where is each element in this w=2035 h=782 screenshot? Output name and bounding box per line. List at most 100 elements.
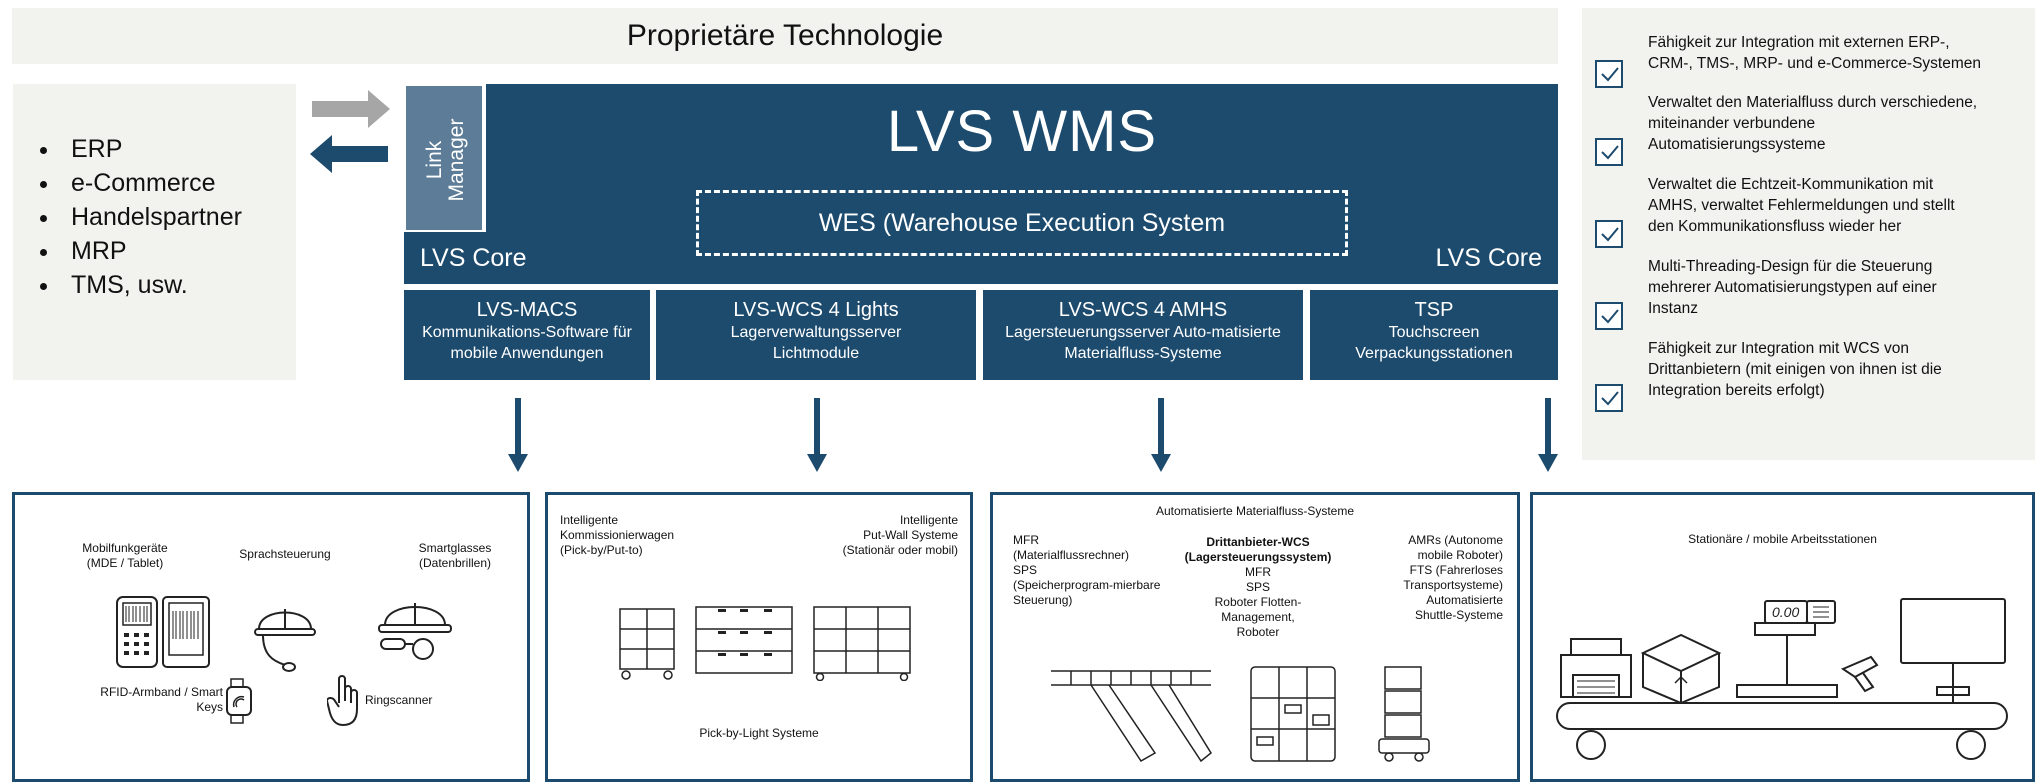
feature-text: Verwaltet den Materialfluss durch versch…: [1648, 92, 2028, 155]
core-label-left: LVS Core: [420, 244, 527, 272]
label-line: (Lagersteuerungssystem): [1184, 550, 1332, 564]
packing-station-icon: 0.00: [1556, 598, 2008, 760]
label-line: MFR: [1013, 533, 1039, 547]
exchange-arrows-icon: [310, 90, 390, 173]
pick-to-light-racks-icon: [619, 606, 911, 681]
module-wcs-lights: LVS-WCS 4 Lights Lagerverwaltungsserver …: [656, 290, 976, 380]
module-title: TSP: [1414, 299, 1454, 321]
label-line: Automatisierte: [1426, 593, 1503, 607]
ringscanner-label: Ringscanner: [365, 693, 433, 707]
module-subtitle: Lichtmodule: [772, 345, 860, 362]
label-line: Transportsysteme): [1403, 578, 1503, 592]
module-subtitle: Lagersteuerungsserver Auto-matisierte: [1005, 324, 1281, 341]
label-line: Mobilfunkgeräte: [82, 541, 168, 555]
feature-line: Automatisierungssysteme: [1648, 136, 1826, 153]
pick-by-light-panel: Intelligente Kommissionierwagen (Pick-by…: [545, 492, 973, 782]
lvs-core-bar: LVS Core LVS Core: [404, 232, 1558, 284]
label-line: (Stationär oder mobil): [842, 543, 958, 557]
outgoing-arrow: [310, 135, 388, 173]
integration-list-panel: ERP e-Commerce Handelspartner MRP TMS, u…: [13, 84, 296, 380]
module-wcs-amhs: LVS-WCS 4 AMHS Lagersteuerungsserver Aut…: [983, 290, 1303, 380]
list-item: Handelspartner: [61, 200, 296, 234]
label-line: MFR: [1245, 565, 1271, 579]
label-line: Intelligente: [560, 513, 619, 527]
label-line: (Speicherprogram-mierbare: [1013, 578, 1161, 592]
smartwatch-icon: [226, 678, 252, 724]
down-arrow-icon: [1151, 398, 1171, 472]
list-item: TMS, usw.: [61, 268, 296, 302]
wes-box: WES (Warehouse Execution System: [696, 190, 1348, 256]
module-title: LVS-MACS: [476, 299, 578, 321]
core-label-right: LVS Core: [1435, 244, 1542, 272]
label-line: Intelligente: [899, 513, 958, 527]
wms-title: LVS WMS: [886, 99, 1158, 164]
label-line: Steuerung): [1013, 593, 1073, 607]
integration-list: ERP e-Commerce Handelspartner MRP TMS, u…: [13, 132, 296, 302]
module-subtitle: Kommunikations-Software für: [422, 324, 632, 341]
down-arrow-icon: [807, 398, 827, 472]
module-subtitle: Verpackungsstationen: [1355, 345, 1513, 362]
smartglasses-label: Smartglasses (Datenbrillen): [405, 541, 505, 571]
feature-line: miteinander verbundene: [1648, 115, 1816, 132]
material-flow-title: Automatisierte Materialfluss-Systeme: [1155, 504, 1355, 518]
label-line: FTS (Fahrerloses: [1409, 563, 1503, 577]
shuttle-robot-icon: [1378, 666, 1430, 762]
mfr-sps-label: MFR (Materialflussrechner) SPS (Speicher…: [1013, 533, 1203, 608]
checkbox-icon: [1595, 60, 1623, 88]
workstations-title: Stationäre / mobile Arbeitsstationen: [1688, 532, 1877, 546]
feature-line: Verwaltet die Echtzeit-Kommunikation mit: [1648, 176, 1934, 193]
list-item: e-Commerce: [61, 166, 296, 200]
voice-control-label: Sprachsteuerung: [239, 547, 331, 561]
mobile-devices-panel: Mobilfunkgeräte (MDE / Tablet) Sprachste…: [12, 492, 530, 782]
module-subtitle: mobile Anwendungen: [450, 345, 604, 362]
shelf-storage-icon: [1250, 666, 1336, 762]
incoming-arrow: [312, 90, 390, 128]
label-line: (Pick-by/Put-to): [560, 543, 643, 557]
third-party-wcs-label: Drittanbieter-WCS (Lagersteuerungssystem…: [1158, 535, 1358, 640]
label-line: Roboter: [1236, 625, 1280, 639]
feature-line: mehrerer Automatisierungstypen auf einer: [1648, 279, 1937, 296]
module-tsp: TSP Touchscreen Verpackungsstationen: [1310, 290, 1558, 380]
feature-line: Drittanbietern (mit einigen von ihnen is…: [1648, 361, 1942, 378]
list-item: ERP: [61, 132, 296, 166]
picking-cart-label: Intelligente Kommissionierwagen (Pick-by…: [560, 513, 720, 558]
module-subtitle: Materialfluss-Systeme: [1064, 345, 1222, 362]
mobile-devices-label: Mobilfunkgeräte (MDE / Tablet): [55, 541, 195, 571]
module-title: LVS-WCS 4 Lights: [733, 299, 899, 321]
feature-text: Fähigkeit zur Integration mit WCS von Dr…: [1648, 338, 2028, 401]
label-line: Smartglasses: [418, 541, 492, 555]
label-line: AMRs (Autonome: [1408, 533, 1503, 547]
page-title: Proprietäre Technologie: [12, 8, 1558, 64]
feature-line: Instanz: [1648, 300, 1698, 317]
label-line: mobile Roboter): [1417, 548, 1503, 562]
feature-line: Fähigkeit zur Integration mit externen E…: [1648, 34, 1950, 51]
checkbox-icon: [1595, 302, 1623, 330]
label-line: Drittanbieter-WCS: [1206, 535, 1310, 549]
down-arrow-icon: [508, 398, 528, 472]
label-line: Roboter Flotten-: [1214, 595, 1302, 609]
module-lvs-macs: LVS-MACS Kommunikations-Software für mob…: [404, 290, 650, 380]
label-line: Put-Wall Systeme: [863, 528, 958, 542]
ringscanner-icon: [327, 675, 358, 727]
scale-display: 0.00: [1772, 604, 1799, 620]
handheld-scanner-icon: [116, 596, 210, 668]
checkbox-icon: [1595, 220, 1623, 248]
module-subtitle: Touchscreen: [1388, 324, 1480, 341]
put-wall-label: Intelligente Put-Wall Systeme (Stationär…: [778, 513, 958, 558]
workstations-panel: Stationäre / mobile Arbeitsstationen 0.0…: [1530, 492, 2035, 782]
feature-line: Fähigkeit zur Integration mit WCS von: [1648, 340, 1910, 357]
module-subtitle: Lagerverwaltungsserver: [730, 324, 902, 341]
label-line: Shuttle-Systeme: [1414, 608, 1503, 622]
label-line: (MDE / Tablet): [86, 556, 164, 570]
feature-line: CRM-, TMS-, MRP- und e-Commerce-Systemen: [1648, 55, 1982, 72]
rfid-label: RFID-Armband / Smart Keys: [75, 685, 223, 715]
label-line: Management,: [1221, 610, 1295, 624]
conveyor-sorter-icon: [1051, 670, 1212, 763]
feature-text: Verwaltet die Echtzeit-Kommunikation mit…: [1648, 174, 2028, 237]
smartglasses-icon: [378, 603, 452, 660]
feature-text: Fähigkeit zur Integration mit externen E…: [1648, 32, 2028, 74]
label-line: Kommissionierwagen: [560, 528, 675, 542]
down-arrow-icon: [1538, 398, 1558, 472]
